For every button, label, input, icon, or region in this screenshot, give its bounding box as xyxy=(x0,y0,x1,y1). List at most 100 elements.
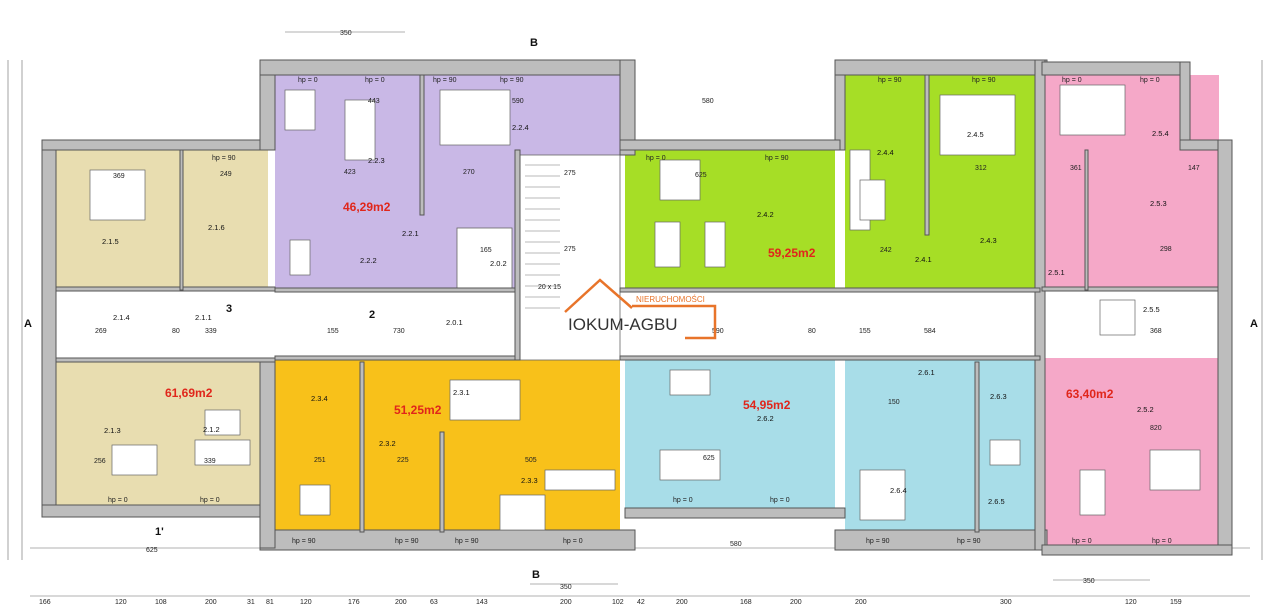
dim-text: 339 xyxy=(204,458,216,465)
dim-text: 155 xyxy=(859,328,871,335)
dim-text: 200 xyxy=(676,599,688,606)
dim-text: 147 xyxy=(1188,165,1200,172)
room-label: 2.3.2 xyxy=(379,439,396,448)
hp-label: hp = 0 xyxy=(200,497,220,504)
section-marker-top-b: B xyxy=(530,37,538,49)
room-label: 2.6.5 xyxy=(988,497,1005,506)
room-label: 2.6.3 xyxy=(990,392,1007,401)
dim-text: 298 xyxy=(1160,246,1172,253)
hp-label: hp = 0 xyxy=(646,155,666,162)
dim-text: 505 xyxy=(525,457,537,464)
hp-label: hp = 0 xyxy=(1062,77,1082,84)
area-apartment-4: 63,40m2 xyxy=(1066,387,1114,401)
dim-text: 102 xyxy=(612,599,624,606)
dim-text: 108 xyxy=(155,599,167,606)
watermark-small-text: NIERUCHOMOŚCI xyxy=(636,295,705,304)
dim-text: 625 xyxy=(695,172,707,179)
dim-text: 584 xyxy=(924,328,936,335)
dim-text: 249 xyxy=(220,171,232,178)
room-label: 2.5.3 xyxy=(1150,199,1167,208)
dim-text: 350 xyxy=(1083,578,1095,585)
dim-text: 730 xyxy=(393,328,405,335)
dim-text: 200 xyxy=(205,599,217,606)
dim-text: 166 xyxy=(39,599,51,606)
area-apartment-3: 59,25m2 xyxy=(768,246,816,260)
dim-text: 120 xyxy=(1125,599,1137,606)
hp-label: hp = 90 xyxy=(395,538,419,545)
hp-label: hp = 0 xyxy=(1152,538,1172,545)
hp-label: hp = 0 xyxy=(770,497,790,504)
room-label: 2.1.3 xyxy=(104,426,121,435)
area-apartment-6: 54,95m2 xyxy=(743,398,791,412)
dim-text: 590 xyxy=(712,328,724,335)
apartment-3-fill xyxy=(625,150,835,290)
dim-text: 369 xyxy=(113,173,125,180)
apartment-5-fill xyxy=(275,360,620,545)
hp-labels: hp = 0 hp = 0 hp = 90 hp = 90 hp = 90 hp… xyxy=(108,77,1172,545)
hp-label: hp = 0 xyxy=(108,497,128,504)
room-label: 2.1.6 xyxy=(208,223,225,232)
dim-text: 275 xyxy=(564,170,576,177)
room-label: 2.2.4 xyxy=(512,123,529,132)
dim-text: 443 xyxy=(368,98,380,105)
dim-text: 200 xyxy=(790,599,802,606)
room-label: 2.4.5 xyxy=(967,130,984,139)
hp-label: hp = 90 xyxy=(878,77,902,84)
furniture xyxy=(89,84,1201,531)
room-label: 2.5.4 xyxy=(1152,129,1169,138)
room-label: 2.3.1 xyxy=(453,388,470,397)
dim-text: 820 xyxy=(1150,425,1162,432)
room-label: 2.4.1 xyxy=(915,255,932,264)
room-label: 2.4.3 xyxy=(980,236,997,245)
dim-text: 368 xyxy=(1150,328,1162,335)
room-label: 2.1.4 xyxy=(113,313,130,322)
dim-text: 200 xyxy=(855,599,867,606)
hall-number: 3 xyxy=(226,303,232,315)
dim-text: 339 xyxy=(205,328,217,335)
room-label: 2.4.4 xyxy=(877,148,894,157)
dim-text: 625 xyxy=(146,547,158,554)
section-marker-right-a: A xyxy=(1250,318,1258,330)
dim-text: 200 xyxy=(395,599,407,606)
room-label: 2.0.2 xyxy=(490,259,507,268)
hp-label: hp = 0 xyxy=(1140,77,1160,84)
hp-label: hp = 90 xyxy=(500,77,524,84)
room-label: 2.2.1 xyxy=(402,229,419,238)
dim-text: 242 xyxy=(880,247,892,254)
dim-text: 625 xyxy=(703,455,715,462)
dim-text: 361 xyxy=(1070,165,1082,172)
dim-text: 580 xyxy=(730,541,742,548)
hp-label: hp = 90 xyxy=(455,538,479,545)
dim-text: 81 xyxy=(266,599,274,606)
dim-text: 20 x 15 xyxy=(538,284,561,291)
dim-text: 269 xyxy=(95,328,107,335)
room-label: 2.5.5 xyxy=(1143,305,1160,314)
dim-text: 312 xyxy=(975,165,987,172)
section-marker-bottom-b: B xyxy=(532,569,540,581)
hp-label: hp = 0 xyxy=(563,538,583,545)
room-label: 2.3.4 xyxy=(311,394,328,403)
dim-text: 225 xyxy=(397,457,409,464)
corridor xyxy=(56,290,1220,358)
dim-text: 275 xyxy=(564,246,576,253)
hp-label: hp = 0 xyxy=(365,77,385,84)
dim-text: 31 xyxy=(247,599,255,606)
dim-text: 168 xyxy=(740,599,752,606)
hp-label: hp = 90 xyxy=(765,155,789,162)
hp-label: hp = 90 xyxy=(212,155,236,162)
hall-number: 2 xyxy=(369,309,375,321)
dim-text: 165 xyxy=(480,247,492,254)
room-label: 2.6.4 xyxy=(890,486,907,495)
dim-text: 423 xyxy=(344,169,356,176)
hall-number: 1' xyxy=(155,526,164,538)
dim-text: 159 xyxy=(1170,599,1182,606)
room-label: 2.6.1 xyxy=(918,368,935,377)
hp-label: hp = 90 xyxy=(292,538,316,545)
dim-text: 200 xyxy=(560,599,572,606)
dim-text: 80 xyxy=(808,328,816,335)
dim-text: 300 xyxy=(1000,599,1012,606)
walls xyxy=(41,59,1233,556)
dim-text: 256 xyxy=(94,458,106,465)
dim-text: 350 xyxy=(560,584,572,591)
hp-label: hp = 0 xyxy=(673,497,693,504)
